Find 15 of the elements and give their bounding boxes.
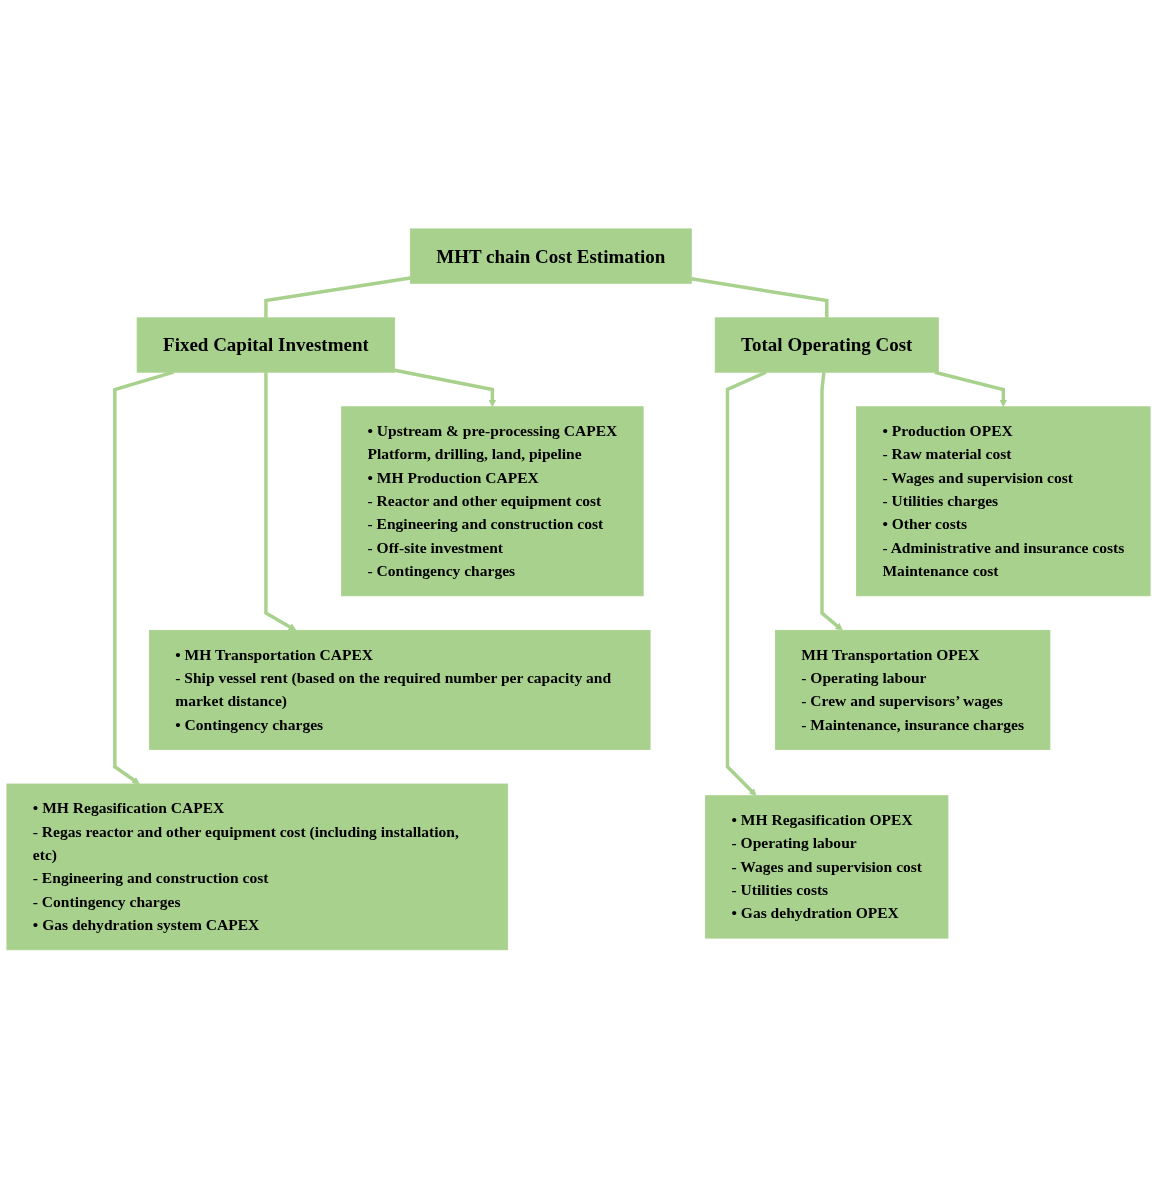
connector: [691, 277, 829, 318]
node-box: • MH Regasification OPEX - Operating labour - Wages and supervision cost - Utilities costs • Gas dehydration OPEX: [705, 795, 949, 939]
node-box: • Production OPEX - Raw material cost - Wages and supervision cost - Utilities charges • Other costs - Administrative and insurance costs Maintenance cost: [856, 406, 1151, 597]
node-box: Fixed Capital Investment: [136, 317, 396, 373]
node-box: MHT chain Cost Estimation: [409, 228, 692, 284]
node-box: • MH Transportation CAPEX - Ship vessel rent (based on the required number per capacity and market distance) • Contingency charges: [148, 630, 651, 751]
connector: [264, 276, 411, 318]
node-box: • Upstream & pre-processing CAPEX Platform, drilling, land, pipeline • MH Production CAPEX - Reactor and other equipment cost - Engineering and construction cost - Off-site investment - Contingency charges: [341, 406, 644, 597]
node-box: Total Operating Cost: [714, 317, 939, 373]
arrow: [394, 368, 497, 408]
arrow: [934, 370, 1008, 408]
arrow: [264, 372, 297, 631]
node-box: MH Transportation OPEX - Operating labour - Crew and supervisors’ wages - Maintenance, insurance charges: [775, 630, 1051, 751]
arrow: [820, 372, 843, 631]
node-box: • MH Regasification CAPEX - Regas reactor and other equipment cost (including installation, etc) - Engineering and construction cost - Contingency charges • Gas dehydration system CAPEX: [6, 783, 509, 951]
